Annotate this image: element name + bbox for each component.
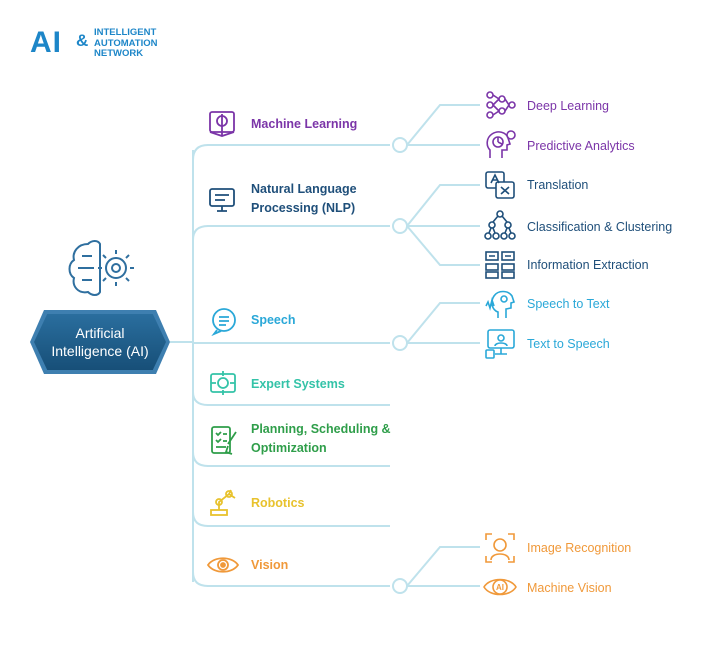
logo-line: AUTOMATION xyxy=(94,37,158,49)
logo-line: INTELLIGENT xyxy=(94,27,157,38)
fan-line-translation xyxy=(406,184,480,227)
leaf-label-speech-to-text: Speech to Text xyxy=(527,297,610,311)
leaf-label-image-recognition: Image Recognition xyxy=(527,541,632,555)
table-extract-icon xyxy=(485,251,515,279)
branch-label-planning: Planning, Scheduling & Optimization xyxy=(251,422,391,455)
translate-icon xyxy=(485,171,515,199)
neural-network-icon xyxy=(486,91,516,119)
eye-icon xyxy=(206,557,240,573)
leaf-label-deep-learning: Deep Learning xyxy=(527,99,610,113)
branch-label-expert-systems: Expert Systems xyxy=(251,377,345,391)
root-node: Artificial Intelligence (AI) xyxy=(30,310,170,374)
branch-label-robotics: Robotics xyxy=(251,496,305,510)
head-chart-icon xyxy=(486,130,516,158)
branch-label-speech: Speech xyxy=(251,313,296,327)
branch-label-vision: Vision xyxy=(251,558,289,572)
ai-eye-icon: AI xyxy=(483,578,517,596)
robot-arm-icon xyxy=(210,489,236,516)
brain-gear-icon xyxy=(68,240,134,296)
branch-label-nlp: Natural Language Processing (NLP) xyxy=(251,182,357,215)
root-inner xyxy=(34,314,166,370)
tree-cluster-icon xyxy=(484,210,516,240)
branch-line-expert-systems xyxy=(192,391,390,406)
fan-line-image-recognition xyxy=(406,546,480,587)
branch-label-machine-learning: Machine Learning xyxy=(251,117,358,131)
branch-line-vision xyxy=(192,571,390,587)
expert-gear-icon xyxy=(210,371,236,395)
computer-text-icon xyxy=(209,188,235,212)
checklist-pen-icon xyxy=(211,426,237,455)
logo-ampersand: & xyxy=(76,31,89,50)
leaf-label-information-extraction: Information Extraction xyxy=(527,258,649,272)
fan-line-extraction xyxy=(406,225,480,266)
branch-line-machine-learning xyxy=(192,144,390,161)
svg-text:AI: AI xyxy=(496,583,504,592)
junction-node xyxy=(392,335,408,351)
logo-text: INTELLIGENT AUTOMATION NETWORK xyxy=(94,27,158,60)
fan-line-deep-learning xyxy=(406,104,480,146)
leaf-label-machine-vision: Machine Vision xyxy=(527,581,612,595)
leaf-label-classification: Classification & Clustering xyxy=(527,220,673,234)
junction-node xyxy=(392,578,408,594)
branch-line-robotics xyxy=(192,511,390,527)
leaf-label-text-to-speech: Text to Speech xyxy=(527,337,610,351)
leaf-label-predictive-analytics: Predictive Analytics xyxy=(527,139,635,153)
book-brain-icon xyxy=(209,111,235,137)
speech-bubble-icon xyxy=(211,308,236,336)
junction-node xyxy=(392,218,408,234)
branch-line-planning xyxy=(192,451,390,467)
root-label: Artificial Intelligence (AI) xyxy=(51,325,149,359)
logo-line: NETWORK xyxy=(94,48,144,59)
leaf-label-translation: Translation xyxy=(527,178,589,192)
face-scan-icon xyxy=(485,533,515,563)
branch-line-nlp xyxy=(192,225,390,241)
head-speaking-icon xyxy=(485,290,516,318)
junction-node xyxy=(392,137,408,153)
fan-line-speech-to-text xyxy=(406,302,480,344)
logo-mark: AI xyxy=(30,26,62,59)
screen-speaker-icon xyxy=(485,329,515,359)
